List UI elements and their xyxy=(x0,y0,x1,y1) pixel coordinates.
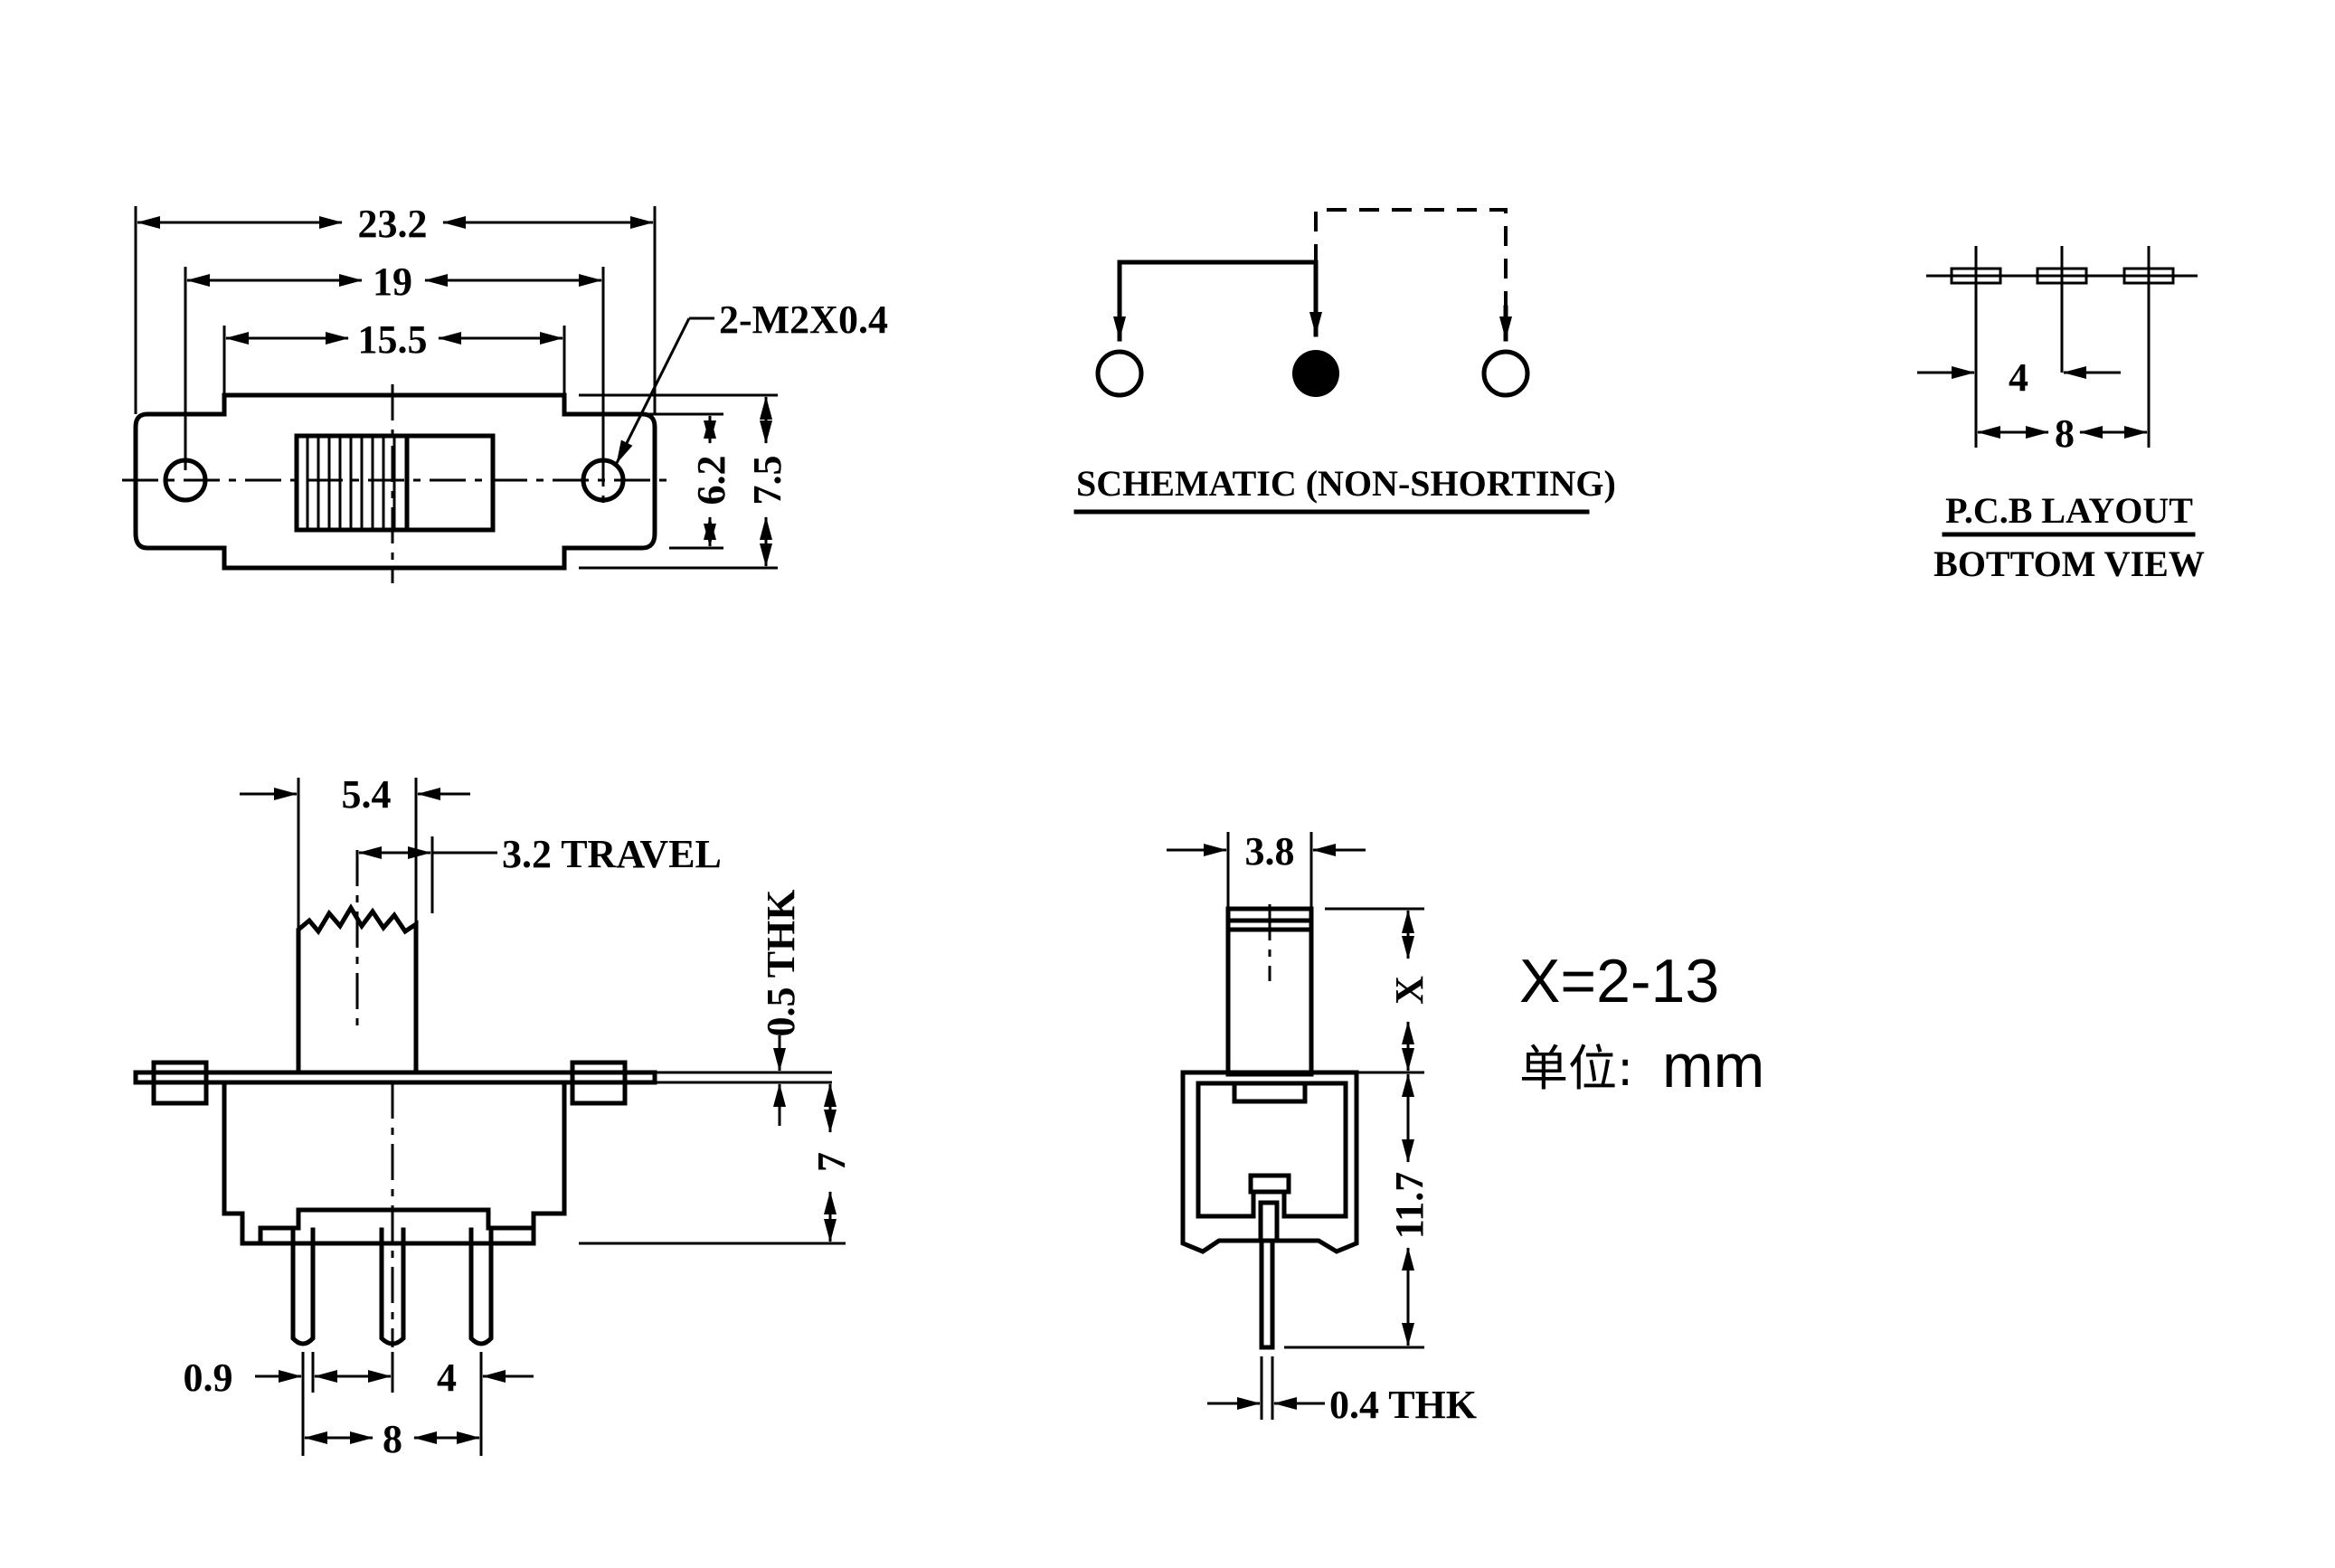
dim-pin-span: 8 xyxy=(383,1417,402,1461)
dim-overall-height: 7.5 xyxy=(745,456,789,505)
pcb-pitch: 4 xyxy=(2009,355,2028,400)
dim-hole-spacing: 19 xyxy=(373,260,412,304)
dim-body-height: 7 xyxy=(809,1152,854,1172)
dim-body-width: 15.5 xyxy=(358,317,428,362)
pcb-layout: 4 8 P.C.B LAYOUT BOTTOM VIEW xyxy=(1917,246,2205,584)
terminal-common xyxy=(1292,350,1339,397)
dim-inner-height: 6.2 xyxy=(689,456,733,505)
terminal-left xyxy=(1095,349,1144,398)
dim-body-height-end: 11.7 xyxy=(1387,1172,1432,1240)
pin-end xyxy=(1259,1238,1275,1350)
switch-body-side xyxy=(222,1080,567,1246)
dim-actuator-width: 5.4 xyxy=(342,772,392,817)
dim-travel: 3.2 TRAVEL xyxy=(502,832,722,876)
schematic-title: SCHEMATIC (NON-SHORTING) xyxy=(1076,463,1616,504)
dim-plate-thickness: 0.5 THK xyxy=(759,889,803,1036)
dim-pin-thickness: 0.4 THK xyxy=(1329,1383,1477,1427)
unit-label: 单位: xyxy=(1519,1040,1633,1097)
dim-pin-width: 0.9 xyxy=(184,1355,233,1400)
side-view: 5.4 3.2 TRAVEL 0.5 THK 7 0.9 4 8 xyxy=(133,772,854,1461)
pcb-title-line2: BOTTOM VIEW xyxy=(1933,543,2205,584)
top-view: 23.2 19 15.5 2-M2X0.4 6.2 7.5 xyxy=(122,202,888,583)
dim-overall-width: 23.2 xyxy=(358,202,428,246)
pin-right xyxy=(468,1227,494,1346)
notes: X=2-13 单位: mm xyxy=(1519,947,1764,1100)
frame-end xyxy=(1180,1070,1359,1254)
dim-actuator-width-end: 3.8 xyxy=(1245,829,1295,874)
thread-callout: 2-M2X0.4 xyxy=(719,298,888,342)
pcb-span: 8 xyxy=(2055,411,2075,456)
dim-pin-pitch: 4 xyxy=(437,1355,457,1400)
end-view: 3.8 X 11.7 0.4 THK xyxy=(1167,829,1477,1427)
unit-value: mm xyxy=(1662,1032,1764,1100)
knob-ridges xyxy=(306,433,410,533)
schematic: SCHEMATIC (NON-SHORTING) xyxy=(1073,208,1616,515)
mounting-plate xyxy=(133,1070,657,1085)
pin-left xyxy=(290,1227,316,1346)
x-range-note: X=2-13 xyxy=(1519,947,1719,1015)
dim-actuator-height: X xyxy=(1387,976,1432,1005)
terminal-right xyxy=(1481,349,1530,398)
top-view-outline xyxy=(133,392,657,571)
pcb-title-line1: P.C.B LAYOUT xyxy=(1945,490,2193,531)
